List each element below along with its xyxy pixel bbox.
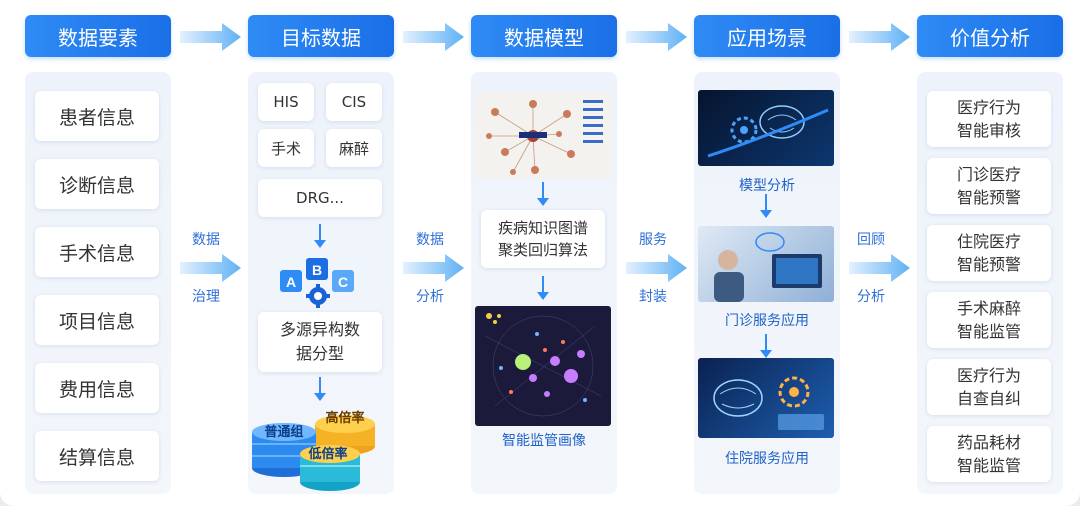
flow-label-top: 数据 — [416, 232, 444, 248]
flow-label-bottom: 分析 — [857, 289, 885, 305]
header-scenarios: 应用场景 — [694, 15, 840, 57]
flow-label-top: 回顾 — [857, 232, 885, 248]
outpatient-art — [714, 232, 822, 302]
element-card: 费用信息 — [35, 363, 159, 413]
value-card: 住院医疗 智能预警 — [927, 225, 1051, 281]
caption-smart-portrait: 智能监管画像 — [502, 433, 586, 449]
down-arrow — [537, 276, 549, 300]
coin-stack-icon: 高倍率 普通组 低倍率 — [252, 410, 375, 491]
block-letter-b: B — [312, 262, 322, 278]
caption-outpatient: 门诊服务应用 — [725, 313, 809, 329]
caption-model-analysis: 模型分析 — [739, 178, 795, 194]
value-card: 门诊医疗 智能预警 — [927, 158, 1051, 214]
down-arrow — [760, 194, 772, 218]
flow-label-bottom: 封装 — [639, 289, 667, 305]
element-card: 患者信息 — [35, 91, 159, 141]
column-scenarios: 模型分析 门诊服务应用 住院服务应用 — [694, 72, 840, 494]
flow-label-bottom: 治理 — [192, 289, 220, 305]
column-target-data: HIS CIS 手术 麻醉 DRG... A B C 多源异构数 据分型 — [248, 72, 394, 494]
value-card: 医疗行为 自查自纠 — [927, 359, 1051, 415]
column-data-elements: 患者信息 诊断信息 手术信息 项目信息 费用信息 结算信息 — [25, 72, 171, 494]
down-arrow — [760, 334, 772, 358]
flow-arrow-3 — [626, 254, 687, 282]
flow-label-bottom: 分析 — [416, 289, 444, 305]
column-value-analysis: 医疗行为 智能审核 门诊医疗 智能预警 住院医疗 智能预警 手术麻醉 智能监管 … — [917, 72, 1063, 494]
element-card: 诊断信息 — [35, 159, 159, 209]
algorithm-card: 疾病知识图谱 聚类回归算法 — [481, 210, 605, 268]
flow-label-top: 服务 — [639, 232, 667, 248]
element-card: 结算信息 — [35, 431, 159, 481]
inpatient-image — [698, 358, 834, 438]
stack-label-low: 低倍率 — [307, 446, 347, 461]
tag-drg: DRG... — [258, 179, 382, 217]
element-card: 手术信息 — [35, 227, 159, 277]
header-data-model: 数据模型 — [471, 15, 617, 57]
flow-arrow-2 — [403, 254, 464, 282]
header-arrow-3 — [626, 23, 687, 51]
tag-cis: CIS — [326, 83, 382, 121]
value-card: 医疗行为 智能审核 — [927, 91, 1051, 147]
brain-gear-art-2 — [713, 376, 824, 430]
column-data-model: 疾病知识图谱 聚类回归算法 智能监管画像 — [471, 72, 617, 494]
down-arrow — [537, 182, 549, 206]
cluster-portrait-image — [475, 306, 611, 426]
value-card: 手术麻醉 智能监管 — [927, 292, 1051, 348]
header-arrow-1 — [180, 23, 241, 51]
tag-surgery: 手术 — [258, 129, 314, 167]
cluster-portrait-art — [484, 313, 602, 417]
abc-blocks-icon: A B C — [280, 258, 354, 308]
down-arrow — [314, 377, 326, 401]
brain-gear-art-1 — [707, 105, 829, 158]
stack-label-high: 高倍率 — [325, 410, 364, 425]
multisource-card: 多源异构数 据分型 — [258, 312, 382, 372]
knowledge-graph-image — [475, 92, 611, 178]
caption-inpatient: 住院服务应用 — [725, 451, 809, 467]
knowledge-graph-art — [486, 100, 603, 175]
element-card: 项目信息 — [35, 295, 159, 345]
tag-anesthesia: 麻醉 — [326, 129, 382, 167]
header-target-data: 目标数据 — [248, 15, 394, 57]
outpatient-image — [698, 226, 834, 302]
flow-label-top: 数据 — [192, 232, 220, 248]
value-card: 药品耗材 智能监管 — [927, 426, 1051, 482]
tag-his: HIS — [258, 83, 314, 121]
flow-arrow-4 — [849, 254, 910, 282]
model-analysis-image — [698, 90, 834, 166]
header-data-elements: 数据要素 — [25, 15, 171, 57]
down-arrow — [314, 224, 326, 248]
header-value-analysis: 价值分析 — [917, 15, 1063, 57]
block-letter-a: A — [286, 274, 296, 290]
stack-label-normal: 普通组 — [264, 424, 303, 439]
header-arrow-4 — [849, 23, 910, 51]
block-letter-c: C — [338, 274, 348, 290]
flow-arrow-1 — [180, 254, 241, 282]
header-arrow-2 — [403, 23, 464, 51]
